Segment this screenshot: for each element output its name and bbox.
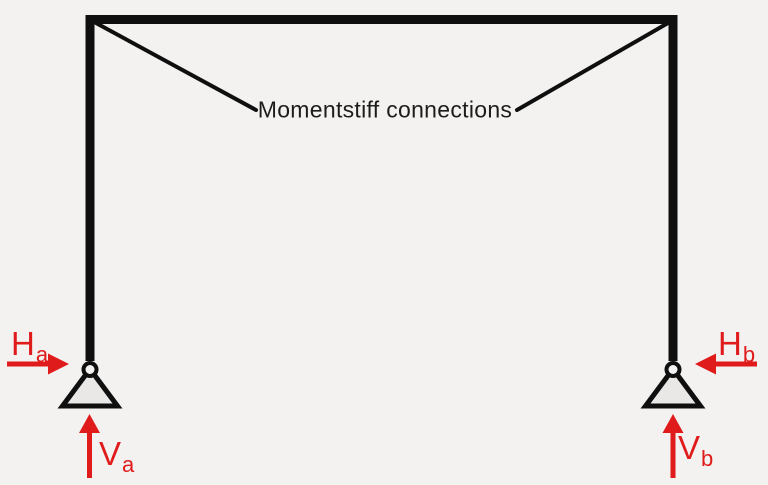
label-force-ha-subscript: a: [35, 342, 49, 367]
vb-force-arrow-head: [662, 414, 684, 433]
label-force-ha-symbol: H: [11, 325, 35, 362]
label-force-hb-symbol: H: [718, 325, 742, 362]
support-triangle-left: [57, 364, 123, 409]
leader-line-right: [515, 21, 670, 112]
pin-circle-right: [664, 361, 682, 378]
label-force-va-subscript: a: [122, 452, 135, 477]
ha-force-arrow-head: [48, 353, 69, 375]
support-triangle-right: [640, 364, 706, 409]
label-force-vb: Vb: [678, 429, 713, 470]
label-force-ha: Ha: [11, 325, 48, 366]
pin-circle-left: [81, 361, 99, 378]
label-force-vb-symbol: V: [678, 429, 701, 466]
leader-line-left: [94, 21, 258, 112]
label-force-hb: Hb: [718, 325, 755, 366]
frame-outline: [85, 15, 678, 361]
label-force-hb-subscript: b: [742, 342, 756, 367]
label-force-vb-subscript: b: [701, 446, 714, 471]
hb-force-arrow-head: [695, 353, 716, 375]
label-force-va: Va: [99, 435, 134, 476]
va-force-arrow-head: [79, 414, 100, 433]
label-force-va-symbol: V: [99, 435, 122, 472]
caption-momentstiff-connections: Momentstiff connections: [257, 96, 513, 123]
